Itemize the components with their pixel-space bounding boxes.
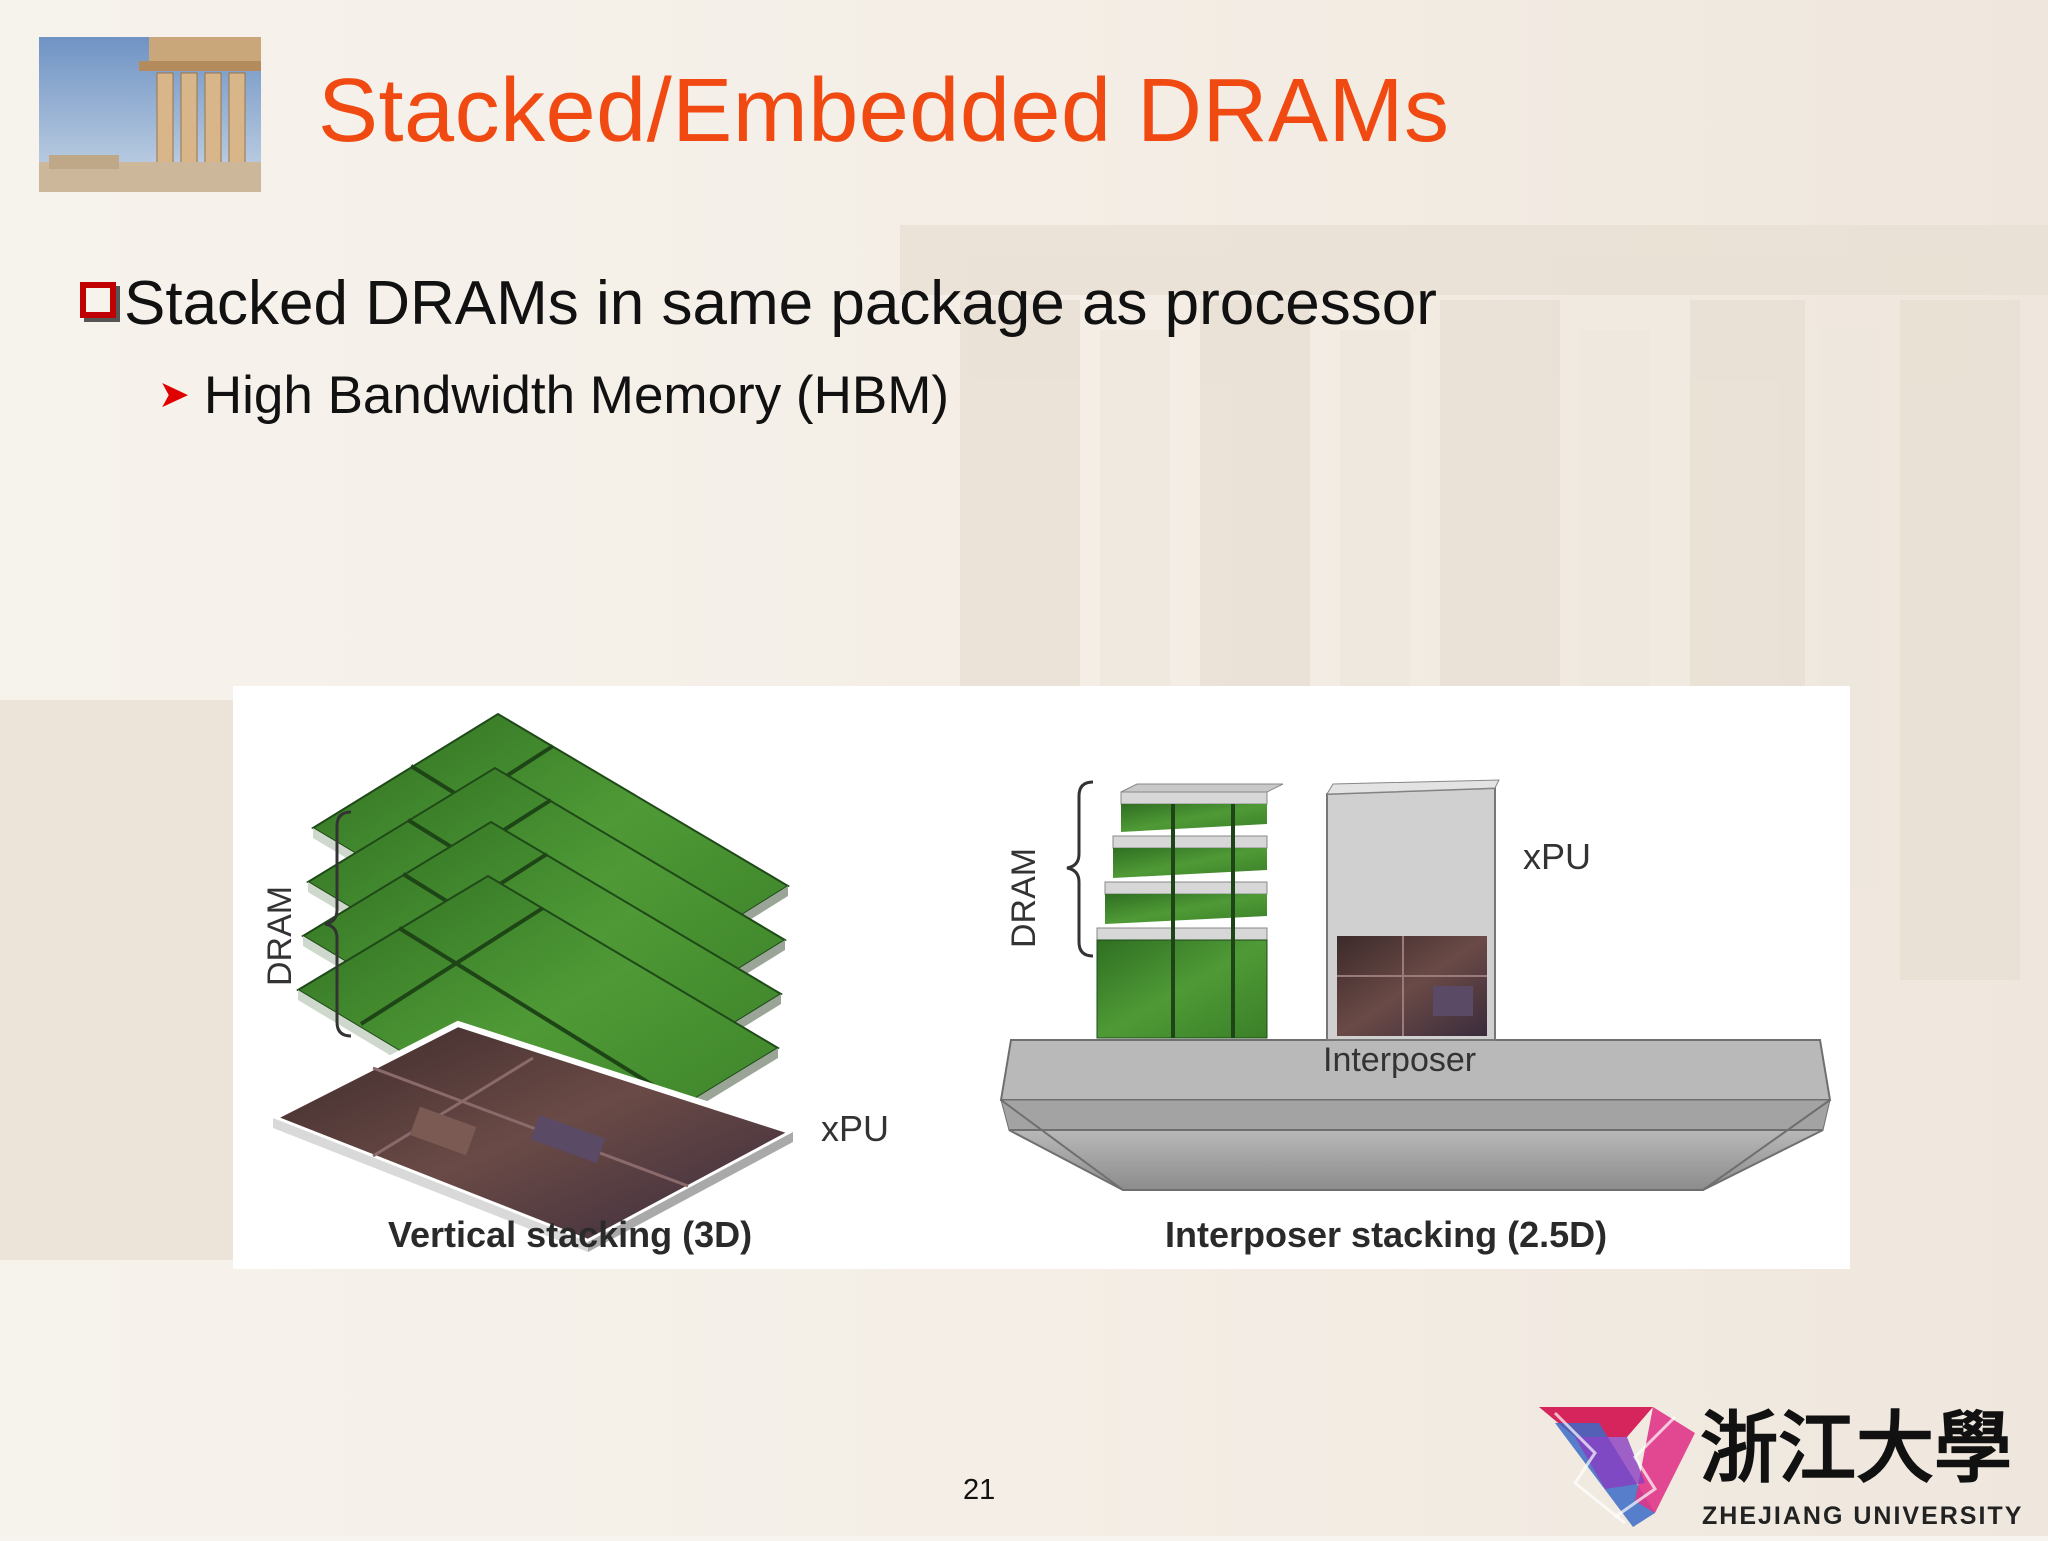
left-dram-label: DRAM xyxy=(261,885,299,986)
bullet-level1: Stacked DRAMs in same package as process… xyxy=(80,268,1437,339)
dram-stack-2-5d xyxy=(1096,783,1284,1039)
logo-english-text: ZHEJIANG UNIVERSITY xyxy=(1702,1502,2024,1530)
interposer-stack-diagram xyxy=(999,779,1832,1191)
zhejiang-university-logo: 浙江大學 xyxy=(1535,1393,2045,1536)
left-xpu-label: xPU xyxy=(821,1108,890,1149)
university-emblem-icon xyxy=(1539,1407,1695,1527)
page-number: 21 xyxy=(963,1474,996,1506)
arrow-bullet-icon: ➤ xyxy=(158,374,190,416)
temple-thumbnail-image xyxy=(39,37,261,192)
hbm-stacking-figure: DRAM xPU Vertical stacking (3D) DRAM xPU… xyxy=(233,686,1850,1269)
xpu-chip-3d xyxy=(265,1020,801,1252)
interposer-slab xyxy=(999,1039,1832,1191)
left-caption: Vertical stacking (3D) xyxy=(388,1214,753,1255)
xpu-box-2-5d xyxy=(1326,779,1500,1041)
right-caption: Interposer stacking (2.5D) xyxy=(1165,1214,1608,1255)
logo-chinese-text: 浙江大學 xyxy=(1700,1403,2012,1494)
bullet-level2: ➤ High Bandwidth Memory (HBM) xyxy=(158,365,949,426)
right-dram-label: DRAM xyxy=(1005,847,1043,948)
bullet-level1-text: Stacked DRAMs in same package as process… xyxy=(124,269,1437,338)
slide-title: Stacked/Embedded DRAMs xyxy=(318,61,1450,161)
vertical-stack-diagram xyxy=(265,712,801,1252)
right-xpu-label: xPU xyxy=(1523,836,1592,877)
bullet-level2-text: High Bandwidth Memory (HBM) xyxy=(203,366,950,425)
square-bullet-icon xyxy=(80,282,116,318)
interposer-label: Interposer xyxy=(1323,1041,1477,1079)
